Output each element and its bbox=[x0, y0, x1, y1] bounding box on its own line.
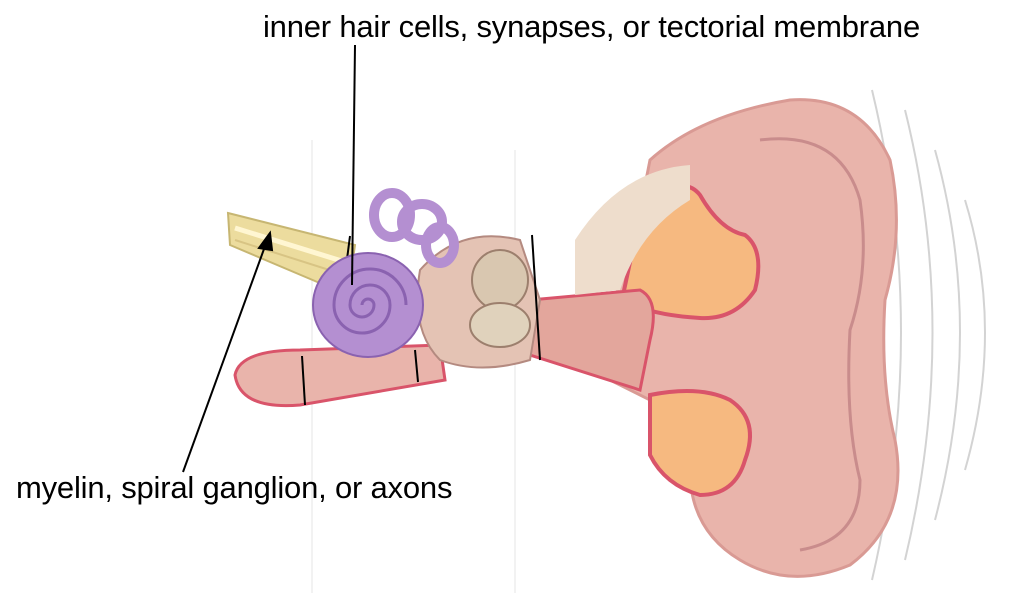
cochlea bbox=[313, 253, 423, 357]
outer-ear bbox=[530, 100, 898, 577]
middle-ear bbox=[418, 235, 541, 368]
label-myelin-spiral-ganglion: myelin, spiral ganglion, or axons bbox=[16, 472, 452, 503]
label-inner-hair-cells: inner hair cells, synapses, or tectorial… bbox=[263, 11, 920, 42]
eustachian-tube bbox=[235, 345, 445, 406]
